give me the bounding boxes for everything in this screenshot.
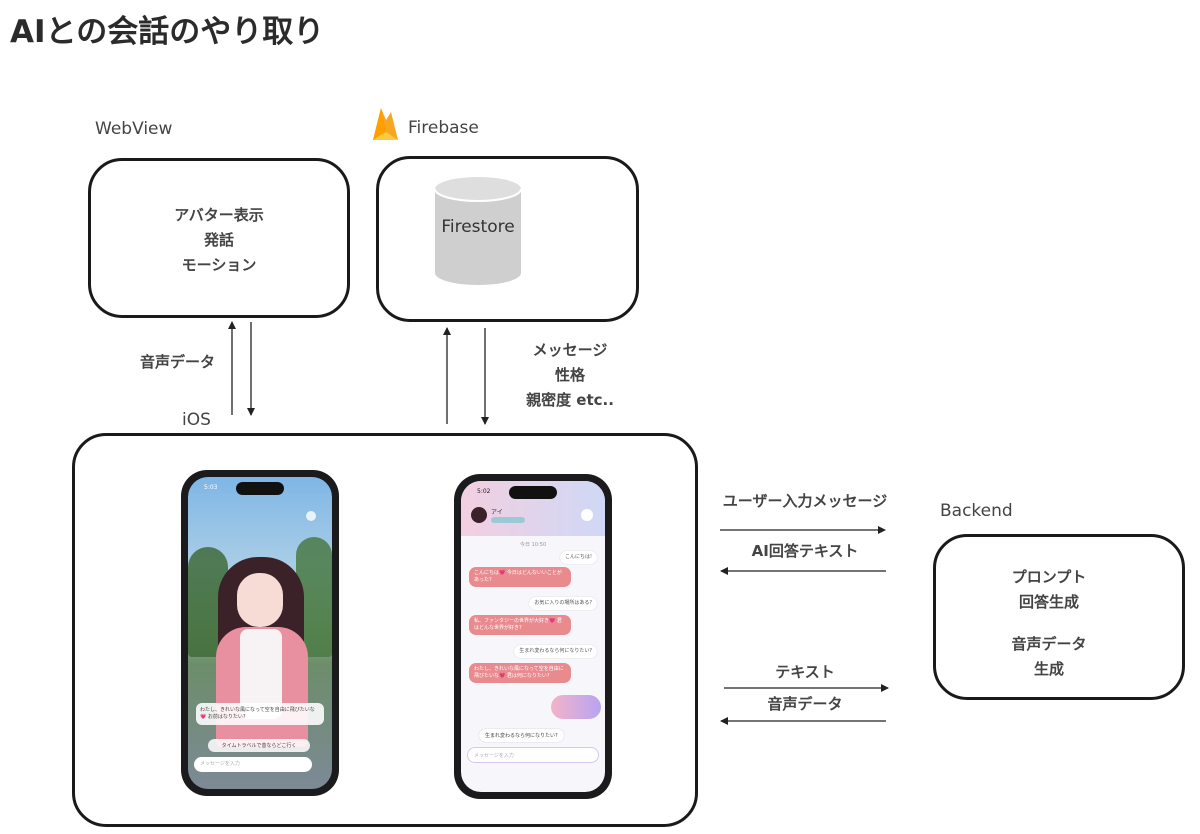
message-input[interactable]: メッセージを入力 (194, 757, 312, 772)
avatar-switch-button[interactable] (551, 695, 601, 719)
firestore-cylinder (434, 177, 522, 285)
status-time: 5:02 (477, 488, 491, 495)
suggestion-chip[interactable]: 生まれ変わるなら何になりたい? (479, 729, 564, 742)
chat-message-user: お気に入りの場所はある? (529, 597, 597, 610)
chat-name: アイ (491, 509, 503, 516)
chat-date: 今日 10:50 (520, 542, 546, 548)
webview-line-speech: 発話 (203, 231, 234, 249)
edge-webview-ios-label: 音声データ (140, 353, 216, 371)
edge-user-message-label: ユーザー入力メッセージ (722, 492, 888, 510)
edge-ai-reply-label: AI回答テキスト (751, 542, 859, 560)
chat-message-ai: 私、ファンタジーの世界が大好き💗 君はどんな世界が好き? (469, 615, 571, 635)
edge-firebase-line-personality: 性格 (554, 366, 585, 384)
webview-box: アバター表示 発話 モーション (88, 158, 350, 318)
chat-message-user: こんにちは! (559, 551, 597, 564)
chat-message-user: 生まれ変わるなら何になりたい? (514, 645, 597, 658)
backend-line-answer: 回答生成 (1018, 593, 1079, 611)
firestore-label: Firestore (441, 217, 515, 237)
settings-icon[interactable] (581, 509, 593, 521)
phone-chat-screen: 5:02 アイ 今日 10:50 こんにちは! こんにちは💗 今日はどんないいこ… (454, 474, 612, 799)
ios-label: iOS (182, 410, 211, 430)
backend-box: プロンプト 回答生成 音声データ 生成 (933, 534, 1185, 700)
backend-line-generate: 生成 (1033, 660, 1064, 678)
backend-label: Backend (940, 501, 1013, 521)
backend-line-audio: 音声データ (1011, 635, 1087, 653)
message-input[interactable]: メッセージを入力 (467, 747, 599, 763)
firebase-label: Firebase (408, 118, 479, 138)
chat-message-ai: こんにちは💗 今日はどんないいことがあった? (469, 567, 571, 587)
avatar-face (237, 573, 283, 627)
edge-audio-label: 音声データ (767, 695, 843, 713)
backend-line-prompt: プロンプト (1011, 568, 1087, 586)
webview-line-motion: モーション (181, 256, 257, 274)
intimacy-bar (491, 517, 525, 523)
dynamic-island (509, 486, 557, 499)
dynamic-island (236, 482, 284, 495)
phone-avatar-screen: 5:03 わたし、きれいな風になって空を自由に飛びたいな💗 お前はなりたい? タ… (181, 470, 339, 796)
edge-firebase-line-intimacy: 親密度 etc.. (526, 391, 614, 409)
webview-line-avatar: アバター表示 (174, 206, 264, 224)
firebase-box: Firestore (376, 156, 639, 322)
chat-avatar (471, 507, 487, 523)
page-title: AIとの会話のやり取り (10, 14, 325, 50)
webview-label: WebView (95, 119, 173, 139)
chat-message-ai: わたし、きれいな風になって空を自由に飛びたいな💗 君は何になりたい? (469, 663, 571, 683)
settings-icon[interactable] (306, 511, 316, 521)
avatar-speech-bubble: わたし、きれいな風になって空を自由に飛びたいな💗 お前はなりたい? (196, 703, 324, 725)
edge-firebase-line-message: メッセージ (532, 341, 608, 359)
suggestion-chip[interactable]: タイムトラベルで昔ならどこ行く (208, 739, 310, 752)
edge-text-label: テキスト (775, 663, 835, 681)
status-time: 5:03 (204, 484, 218, 491)
ios-box: 5:03 わたし、きれいな風になって空を自由に飛びたいな💗 お前はなりたい? タ… (72, 433, 698, 827)
